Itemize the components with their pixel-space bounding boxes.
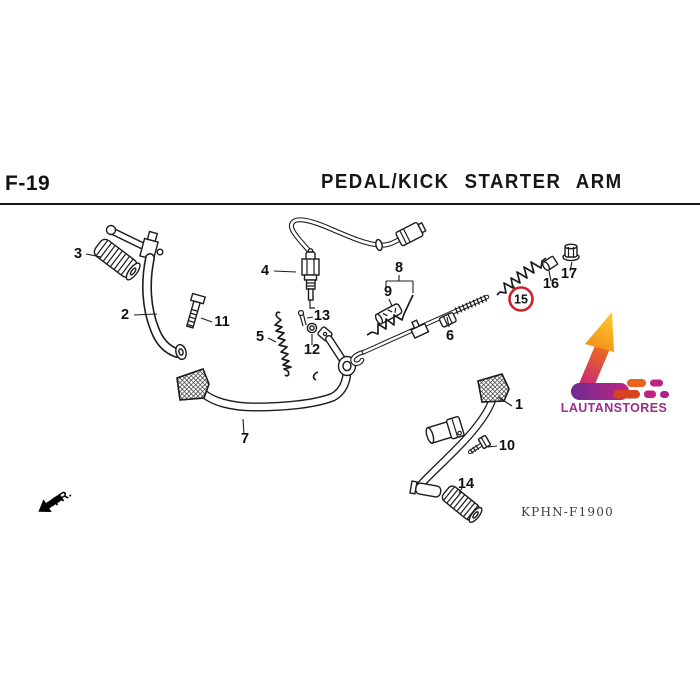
page-code: F-19 bbox=[5, 172, 51, 195]
part-label-8-bracket bbox=[385, 275, 414, 293]
part-label-1: 1 bbox=[515, 397, 523, 413]
part-label-13: 13 bbox=[314, 308, 330, 324]
part-drawing-4 bbox=[289, 217, 427, 309]
part-label-2: 2 bbox=[121, 307, 129, 323]
part-label-10: 10 bbox=[499, 438, 515, 454]
part-drawing-3 bbox=[93, 238, 141, 281]
part-label-15: 15 bbox=[514, 293, 528, 307]
part-label-9: 9 bbox=[384, 284, 392, 300]
part-drawing-13 bbox=[297, 309, 307, 327]
part-drawing-5 bbox=[274, 311, 292, 377]
brand-watermark-text: LAUTANSTORES bbox=[561, 401, 667, 415]
part-drawing-2 bbox=[105, 224, 187, 361]
part-drawing-12 bbox=[306, 322, 318, 334]
leader-lines bbox=[85, 253, 573, 494]
fr-arrow-icon bbox=[38, 494, 63, 512]
part-label-3: 3 bbox=[74, 246, 82, 262]
part-drawing-8-9 bbox=[366, 275, 414, 336]
part-label-4: 4 bbox=[261, 263, 269, 279]
part-label-14: 14 bbox=[458, 476, 474, 492]
part-label-16: 16 bbox=[543, 276, 559, 292]
part-label-7: 7 bbox=[241, 431, 249, 447]
page-title: PEDAL/KICK STARTER ARM bbox=[321, 171, 623, 193]
part-drawing-10 bbox=[467, 434, 492, 455]
part-drawing-14 bbox=[441, 485, 483, 523]
part-label-12: 12 bbox=[304, 342, 320, 358]
arrow-logo-icon bbox=[571, 312, 669, 400]
part-label-8: 8 bbox=[395, 260, 403, 276]
diagram-code: KPHN-F1900 bbox=[521, 505, 614, 519]
part-drawing-17 bbox=[562, 243, 580, 262]
part-label-5: 5 bbox=[256, 329, 264, 345]
brand-watermark-logo: LAUTANSTORES bbox=[561, 312, 669, 415]
part-drawing-16 bbox=[541, 255, 559, 271]
part-label-11: 11 bbox=[214, 314, 229, 330]
part-drawing-7 bbox=[176, 326, 357, 412]
front-direction-marker: FR. bbox=[38, 486, 74, 512]
part-label-6: 6 bbox=[446, 328, 454, 344]
part-drawing-1 bbox=[409, 373, 510, 498]
highlight-circle-part-15: 15 bbox=[508, 286, 534, 312]
part-drawing-6 bbox=[350, 294, 490, 367]
part-drawing-11 bbox=[185, 292, 207, 329]
part-drawing-15 bbox=[496, 257, 547, 296]
part-label-17: 17 bbox=[561, 266, 577, 282]
header-divider bbox=[0, 203, 700, 205]
